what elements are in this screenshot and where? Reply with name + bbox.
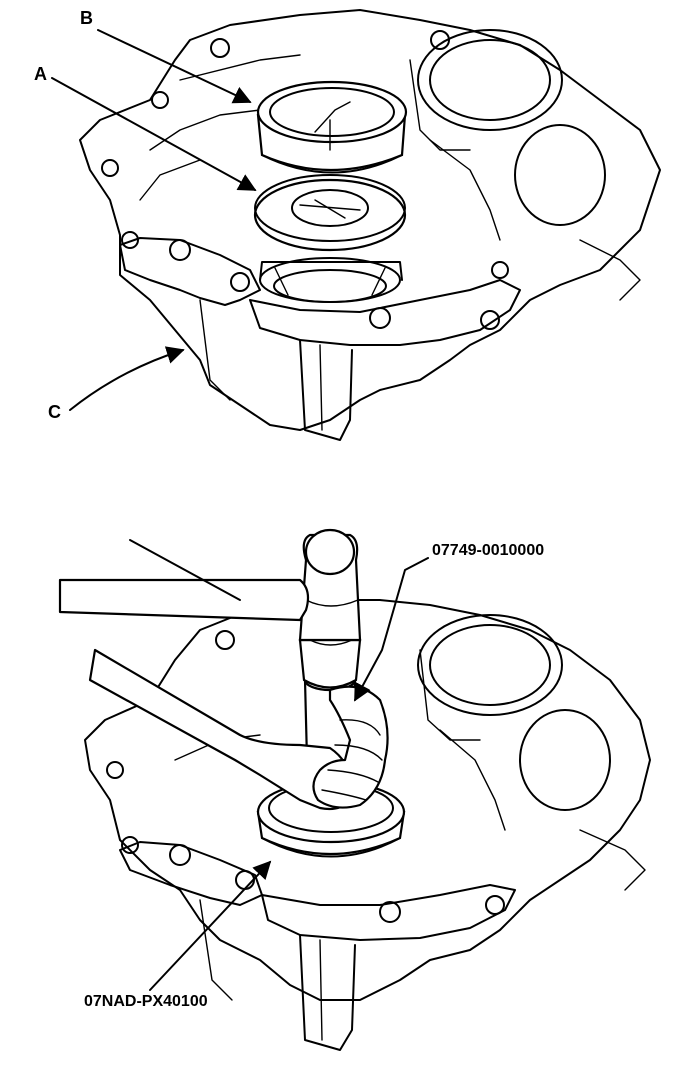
- attachment-tool-part-number: 07NAD-PX40100: [84, 993, 208, 1010]
- top-figure: [51, 9, 661, 441]
- leader-line-a: [51, 77, 257, 191]
- shim-washer-a: [253, 174, 407, 252]
- callout-label-c: C: [48, 402, 61, 422]
- driver-tool-part-number: 07749-0010000: [432, 542, 545, 559]
- transmission-housing-bottom: [84, 599, 651, 1051]
- callout-label-b: B: [80, 8, 93, 28]
- leader-line-attachment-tool: [149, 860, 272, 991]
- leader-line-c: [69, 346, 185, 411]
- leader-line-driver-tool: [354, 557, 429, 702]
- callout-label-a: A: [34, 64, 47, 84]
- bearing-race-b: [256, 80, 408, 174]
- leader-line-b: [97, 29, 252, 104]
- hammer: [298, 528, 362, 689]
- transmission-housing-top: [79, 9, 661, 441]
- hands: [58, 539, 389, 811]
- bottom-figure: [58, 528, 651, 1051]
